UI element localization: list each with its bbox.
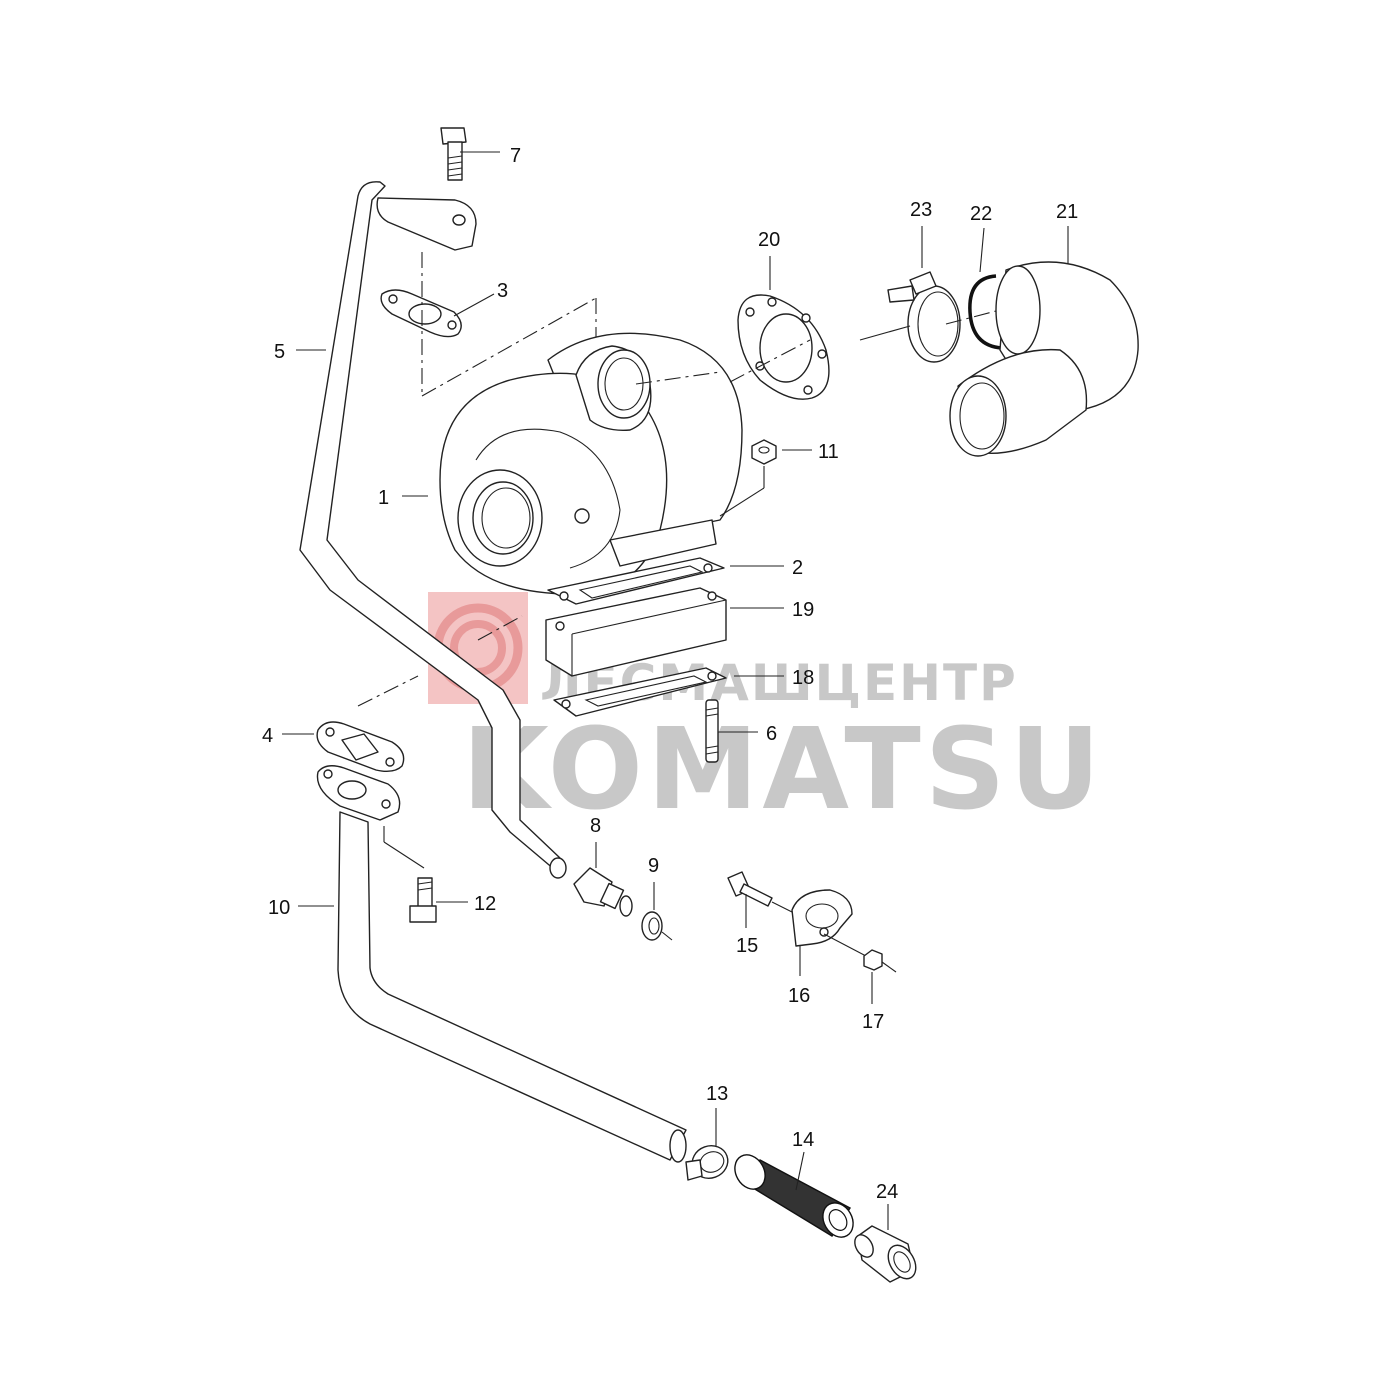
part-3-gasket — [380, 289, 462, 338]
leader-lines — [282, 151, 1069, 1230]
callout-23: 23 — [910, 199, 932, 221]
callout-24: 24 — [876, 1181, 898, 1203]
part-9-washer — [641, 911, 663, 941]
callout-19: 19 — [792, 599, 814, 621]
callout-21: 21 — [1056, 201, 1078, 223]
callout-12: 12 — [474, 893, 496, 915]
callout-5: 5 — [274, 341, 285, 363]
centerline — [635, 371, 721, 385]
part-14-hose — [734, 1154, 854, 1238]
centerline — [421, 297, 597, 397]
part-19-spacer — [545, 587, 727, 677]
callout-15: 15 — [736, 935, 758, 957]
part-5-oil-feed-pipe — [299, 181, 567, 879]
callout-7: 7 — [510, 145, 521, 167]
part-10-oil-return-pipe — [316, 765, 687, 1163]
callout-10: 10 — [268, 897, 290, 919]
part-6-stud — [705, 699, 719, 763]
pipe-5-flange — [376, 197, 477, 251]
part-2-gasket — [547, 557, 725, 605]
callout-8: 8 — [590, 815, 601, 837]
part-15-bolt — [727, 871, 773, 907]
callout-11: 11 — [818, 441, 839, 463]
part-22-o-ring — [968, 274, 1003, 350]
callout-1: 1 — [378, 487, 389, 509]
leader — [881, 961, 897, 973]
centerline — [945, 309, 1001, 325]
part-12-bolt — [409, 877, 437, 923]
part-7-bolt — [440, 127, 467, 181]
leader — [661, 931, 673, 941]
part-13-hose-clamp — [685, 1145, 729, 1181]
callout-3: 3 — [497, 280, 508, 302]
part-4-gasket — [316, 721, 405, 773]
part-18-gasket — [553, 667, 727, 717]
callout-18: 18 — [792, 667, 814, 689]
callout-17: 17 — [862, 1011, 884, 1033]
callout-9: 9 — [648, 855, 659, 877]
leader — [823, 933, 867, 957]
watermark: ЛЕСМАШЦЕНТР KOMATSU — [428, 592, 1104, 835]
part-8-connector — [573, 867, 633, 917]
part-20-gasket — [737, 294, 830, 400]
part-21-elbow-hose — [949, 261, 1139, 457]
part-17-nut — [863, 949, 883, 971]
callout-14: 14 — [792, 1129, 814, 1151]
part-24-adapter — [854, 1225, 917, 1283]
watermark-text-komatsu: KOMATSU — [462, 705, 1104, 835]
callout-16: 16 — [788, 985, 810, 1007]
callout-20: 20 — [758, 229, 780, 251]
callout-labels: 1 2 3 4 5 6 7 8 9 10 11 12 13 14 15 16 1… — [262, 145, 1078, 1203]
leader — [719, 487, 765, 517]
leader — [859, 325, 911, 341]
callout-2: 2 — [792, 557, 803, 579]
pipe-5-flange-hole — [452, 214, 466, 226]
callout-13: 13 — [706, 1083, 728, 1105]
callout-6: 6 — [766, 723, 777, 745]
part-11-nut — [751, 439, 777, 465]
callout-22: 22 — [970, 203, 992, 225]
callout-4: 4 — [262, 725, 273, 747]
leader — [383, 841, 425, 869]
centerline — [357, 675, 419, 707]
part-1-turbocharger — [439, 332, 743, 595]
centerline — [729, 339, 811, 383]
centerline — [477, 615, 523, 641]
part-16-clip — [791, 889, 853, 947]
part-23-hose-clamp — [887, 271, 961, 363]
